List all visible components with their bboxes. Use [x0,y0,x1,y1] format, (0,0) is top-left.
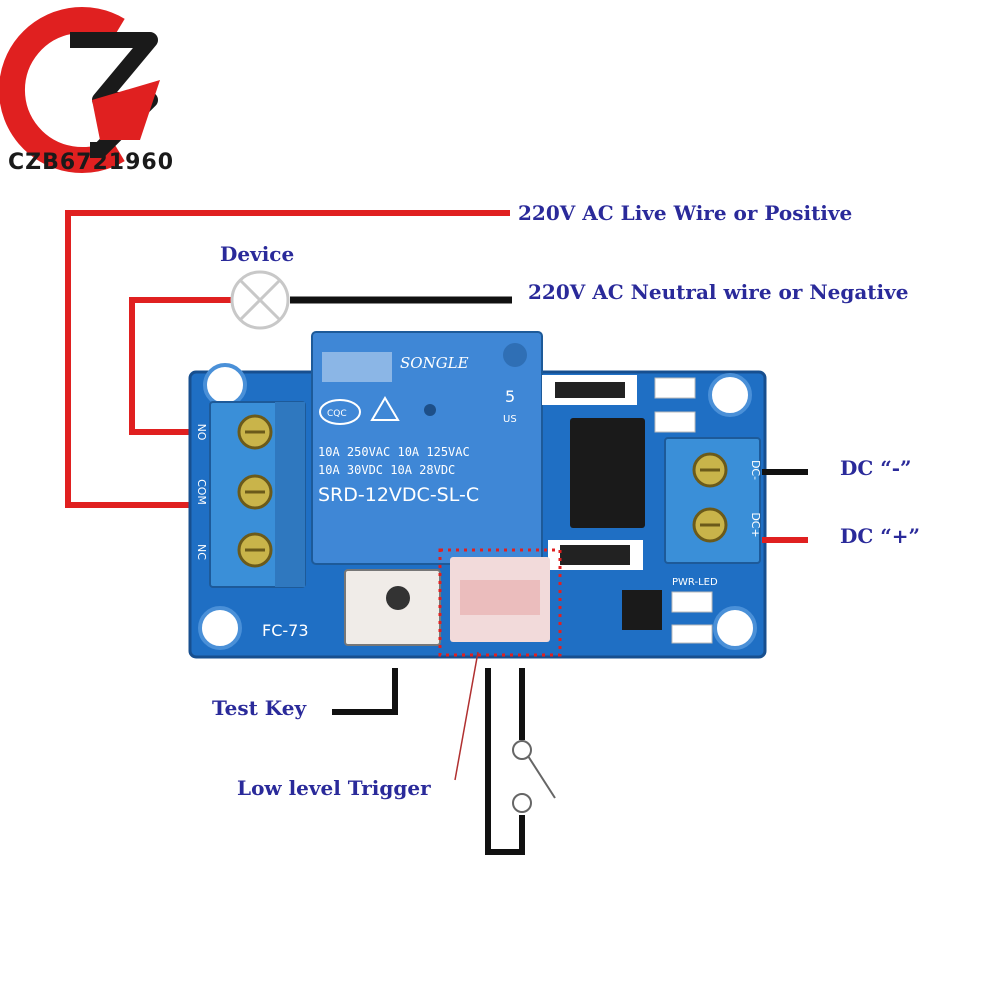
terminal-no-label: NO [195,424,208,441]
dc-plus-label: DC “+” [840,524,920,548]
trigger-pointer [454,651,479,781]
pwr-led-icon [671,591,713,613]
dc-minus-label: DC “-” [840,456,912,480]
mounting-hole [203,363,247,407]
relay-model: SRD-12VDC-SL-C [318,484,479,506]
output-terminal-block [209,401,306,588]
live-wire-label: 220V AC Live Wire or Positive [518,201,853,225]
device-lamp-icon [230,270,290,330]
live-wire [65,210,510,508]
switch-contact-icon [512,793,532,813]
low-trigger-label: Low level Trigger [237,776,431,800]
relay-body [311,331,543,565]
relay-rating-1: 10A 250VAC 10A 125VAC [318,445,470,459]
test-key-button[interactable] [344,569,441,646]
switch-lever-icon [527,755,556,799]
mounting-hole [708,373,752,417]
relay-us: US [503,414,517,425]
brand-text: CZB6721960 [8,150,175,175]
relay-number: 5 [505,387,515,406]
device-label: Device [220,242,295,266]
optocoupler-chip [570,418,645,528]
brand-logo [0,7,160,173]
test-key-label: Test Key [212,696,307,720]
trigger-switch [485,668,556,855]
terminal-nc-label: NC [195,544,208,560]
pwr-led-label: PWR-LED [672,577,718,588]
mounting-hole [713,606,757,650]
terminal-dc-plus-label: DC+ [749,512,762,537]
terminal-com-label: COM [195,479,208,505]
relay-brand: SONGLE [400,354,469,372]
relay-cqc: CQC [327,409,347,419]
power-terminal-block [664,437,761,564]
control-components [542,375,713,644]
mounting-hole [198,606,242,650]
songle-logo-icon [322,352,392,382]
cqc-mark-icon [319,399,361,425]
neutral-wire-label: 220V AC Neutral wire or Negative [528,280,909,304]
test-key-wire [332,668,398,715]
terminal-dc-minus-label: DC- [749,460,762,480]
device-wire [129,297,232,435]
warning-triangle-icon [370,396,400,421]
switch-contact-icon [512,740,532,760]
board-model: FC-73 [262,621,309,640]
relay-rating-2: 10A 30VDC 10A 28VDC [318,463,455,477]
trigger-header [438,548,562,657]
